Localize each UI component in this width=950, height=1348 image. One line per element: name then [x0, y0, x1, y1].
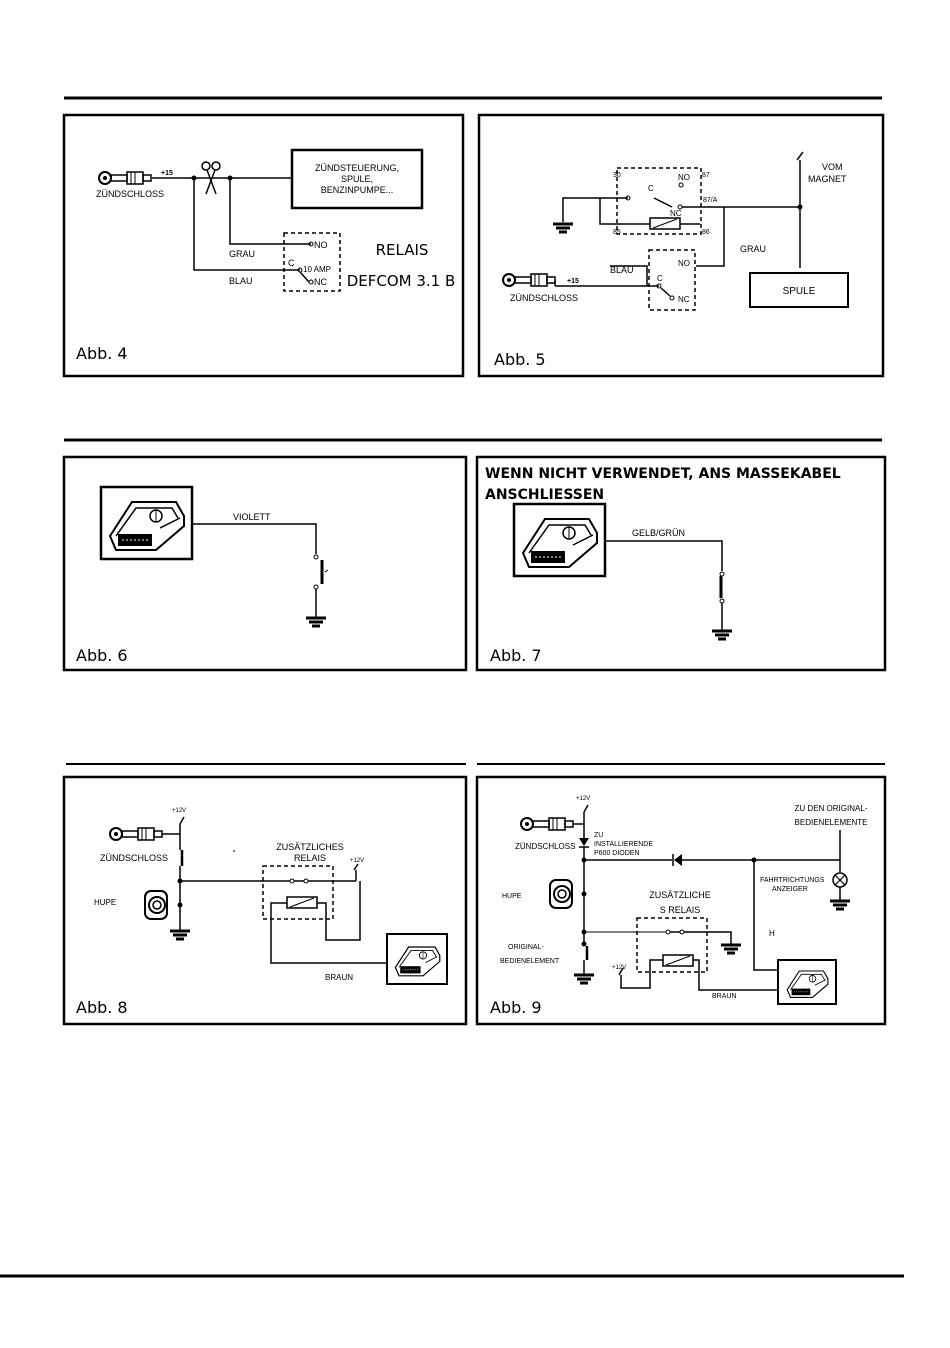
fig8-plus12-label: +12V	[172, 808, 186, 814]
ground-icon	[828, 899, 852, 911]
fig4-relay-box	[283, 232, 341, 292]
fig9-zu-label: ZU	[594, 832, 603, 839]
fig4-load-box	[290, 148, 424, 210]
fig4-defcom-label: DEFCOM 3.1 B	[347, 272, 456, 290]
fig9-ignition-label: ZÜNDSCHLOSS	[515, 842, 575, 851]
fig4-c-label: C	[288, 258, 295, 268]
figure-7: WENN NICHT VERWENDET, ANS MASSEKABEL ANS…	[475, 455, 887, 672]
ground-icon	[168, 929, 192, 941]
fig5-no2-label: NO	[678, 259, 690, 268]
fig5-t87: 87	[702, 172, 710, 179]
fig8-caption: Abb. 8	[76, 998, 128, 1017]
fig9-bed-line1: ORIGINAL-	[508, 944, 544, 951]
horn-icon	[549, 879, 573, 909]
fig6-violett-label: VIOLETT	[233, 512, 271, 522]
fig4-nc-label: NC	[314, 277, 327, 287]
fig4-box-line3: BENZINPUMPE...	[321, 185, 394, 195]
fig4-box-line2: SPULE,	[341, 174, 373, 184]
fig5-ignition-label: ZÜNDSCHLOSS	[510, 293, 578, 303]
ground-icon	[710, 629, 734, 641]
fig5-blau-label: BLAU	[610, 265, 634, 275]
fig9-plus12-label: +12V	[576, 796, 590, 802]
fig5-grau-label: GRAU	[740, 244, 766, 254]
figure-9-frame	[475, 775, 887, 1026]
ground-icon	[719, 943, 743, 955]
fig4-amp-label: 10 AMP	[303, 265, 331, 274]
fig5-no-label: NO	[678, 173, 690, 182]
fig5-c2-label: C	[657, 274, 663, 283]
fig5-caption: Abb. 5	[494, 350, 546, 369]
fig5-spule-label: SPULE	[783, 286, 816, 297]
ground-icon	[572, 973, 596, 985]
fig9-orig-line2: BEDIENELEMENTE	[795, 818, 868, 827]
fig4-ignition-label: ZÜNDSCHLOSS	[96, 189, 164, 199]
fig7-header-line1: WENN NICHT VERWENDET, ANS MASSEKABEL	[485, 466, 841, 482]
fig5-nc-label: NC	[670, 209, 682, 218]
fig4-grau-label: GRAU	[229, 249, 255, 259]
fig5-relay-box-bottom	[648, 249, 696, 311]
fig9-dioden-label: P600 DIODEN	[594, 850, 640, 857]
fig8-braun-label: BRAUN	[325, 973, 353, 982]
ignition-key-icon	[502, 273, 556, 287]
fig9-fahr-line2: ANZEIGER	[772, 886, 808, 893]
fig8-relay-box	[262, 865, 334, 920]
fig4-blau-label: BLAU	[229, 276, 253, 286]
fig5-t87a: 87/A	[703, 197, 718, 204]
ground-icon	[304, 616, 328, 628]
fig5-nc2-label: NC	[678, 295, 690, 304]
fig6-caption: Abb. 6	[76, 646, 128, 665]
fig8-relais-line1: ZUSÄTZLICHES	[276, 842, 344, 852]
figure-8: +12V ZÜNDSCHLOSS HUPE ZUSÄTZLICHES RELAI…	[62, 775, 468, 1026]
fig5-t86: 86	[702, 229, 710, 236]
fig8-plus12b-label: +12V	[350, 858, 364, 864]
figure-6: VIOLETT Abb. 6	[62, 455, 468, 672]
fig9-hupe-label: HUPE	[502, 893, 522, 900]
fig9-install-label: INSTALLIERENDE	[594, 841, 653, 848]
fig8-ignition-label: ZÜNDSCHLOSS	[100, 853, 168, 863]
figure-5: 30 87 85 86 87/A NO C NC VOM MAGNET GRAU…	[477, 113, 885, 378]
fig9-braun-label: BRAUN	[712, 993, 737, 1000]
fig5-t30: 30	[613, 172, 621, 179]
fig4-relais-label: RELAIS	[376, 241, 429, 259]
ignition-key-icon	[109, 827, 163, 841]
fig5-t85: 85	[613, 229, 621, 236]
figure-7-frame	[475, 455, 887, 672]
fig5-vom-label: VOM	[822, 162, 843, 172]
fig7-gelbgruen-label: GELB/GRÜN	[632, 528, 685, 538]
fig9-relay-box	[636, 917, 708, 973]
fig9-h-label: H	[769, 929, 775, 938]
ignition-key-icon	[98, 171, 152, 185]
fig5-plus15-label: +15	[567, 278, 579, 285]
fig5-relay-box-top	[616, 167, 702, 235]
figure-8-frame	[62, 775, 468, 1026]
fig9-orig-line1: ZU DEN ORIGINAL-	[795, 804, 868, 813]
horn-icon	[144, 890, 168, 920]
fig5-c-label: C	[648, 184, 654, 193]
figure-9: +12V ZÜNDSCHLOSS ZU INSTALLIERENDE P600 …	[475, 775, 887, 1026]
fig9-relais-line2: S RELAIS	[660, 905, 701, 915]
figure-4: ZÜNDSCHLOSS +15 ZÜNDSTEUERUNG, SPULE, BE…	[62, 113, 465, 378]
fig9-relais-line1: ZUSÄTZLICHE	[649, 890, 711, 900]
fig7-header-line2: ANSCHLIESSEN	[485, 487, 604, 503]
fig8-hupe-label: HUPE	[94, 898, 116, 907]
fig4-caption: Abb. 4	[76, 344, 128, 363]
ignition-key-icon	[520, 817, 574, 831]
fig4-box-line1: ZÜNDSTEUERUNG,	[315, 163, 399, 173]
fig9-plus12b-label: +12V	[612, 965, 626, 971]
fig4-plus15-label: +15	[161, 170, 173, 177]
fig9-fahr-line1: FAHRTRICHTUNGS	[760, 877, 825, 884]
fig5-spule-box	[749, 272, 849, 308]
fig4-no-label: NO	[314, 240, 328, 250]
figure-5-frame	[477, 113, 885, 378]
fig7-caption: Abb. 7	[490, 646, 542, 665]
figure-4-frame	[62, 113, 465, 378]
fig8-relais-line2: RELAIS	[294, 853, 326, 863]
scissors-icon	[201, 161, 221, 195]
fig9-bed-line2: BEDIENELEMENT	[500, 958, 560, 965]
figure-6-frame	[62, 455, 468, 672]
fig5-magnet-label: MAGNET	[808, 174, 847, 184]
fig9-caption: Abb. 9	[490, 998, 542, 1017]
